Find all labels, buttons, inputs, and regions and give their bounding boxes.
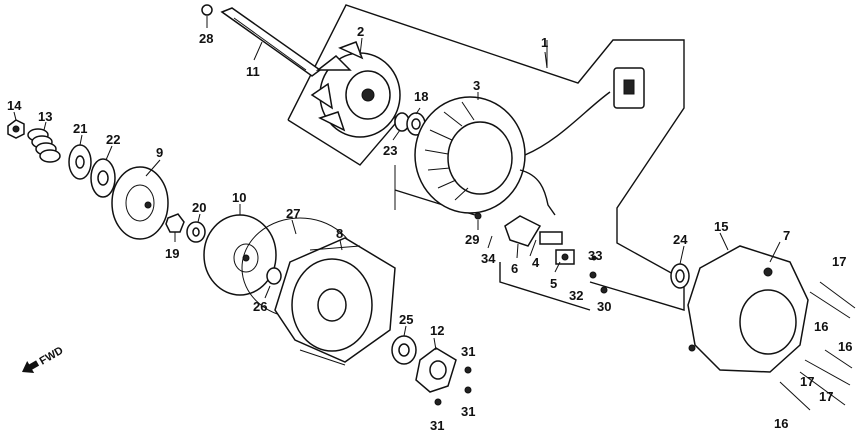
- part-label: 23: [383, 143, 397, 158]
- part-label: 17: [832, 254, 846, 269]
- part-label: 22: [106, 132, 120, 147]
- part-label: 2: [357, 24, 364, 39]
- part-label: 30: [597, 299, 611, 314]
- part-label: 9: [156, 145, 163, 160]
- part-label: 33: [588, 248, 602, 263]
- fwd-arrow-indicator: FWD: [22, 345, 66, 374]
- part-label: 27: [286, 206, 300, 221]
- leader-lines: [13, 16, 781, 351]
- stator-part: [414, 67, 645, 216]
- spring-part: [27, 128, 61, 163]
- part-label: 1: [541, 35, 548, 50]
- part-label: 4: [532, 255, 540, 270]
- part-label: 31: [461, 344, 475, 359]
- part-label: 7: [783, 228, 790, 243]
- fwd-label: FWD: [38, 345, 66, 368]
- cover-part: [670, 245, 809, 373]
- o-ring-part: [201, 4, 213, 16]
- part-label: 25: [399, 312, 413, 327]
- part-label: 26: [253, 299, 267, 314]
- part-label: 32: [569, 288, 583, 303]
- bearing-retainer-parts: [391, 335, 472, 406]
- cam-plate-part: [111, 166, 169, 240]
- part-label: 17: [819, 389, 833, 404]
- part-label: 21: [73, 121, 87, 136]
- part-label: 10: [232, 190, 246, 205]
- part-label: 20: [192, 200, 206, 215]
- housing-part: [266, 237, 396, 366]
- part-label: 12: [430, 323, 444, 338]
- nut-part: [165, 213, 185, 233]
- rotor-part: [310, 41, 401, 138]
- part-number-labels: 1 2 3 4 5 6 7 8 9 10 11 12 13 14 15 16 1…: [7, 24, 852, 433]
- part-label: 16: [774, 416, 788, 431]
- part-label: 8: [336, 226, 343, 241]
- part-label: 28: [199, 31, 213, 46]
- part-label: 34: [481, 251, 496, 266]
- part-label: 24: [673, 232, 688, 247]
- shaft-part: [201, 4, 322, 77]
- part-label: 13: [38, 109, 52, 124]
- part-label: 6: [511, 261, 518, 276]
- part-label: 3: [473, 78, 480, 93]
- part-label: 14: [7, 98, 22, 113]
- small-screws: [474, 212, 608, 294]
- part-label: 31: [461, 404, 475, 419]
- part-label: 16: [814, 319, 828, 334]
- part-label: 31: [430, 418, 444, 433]
- part-label: 15: [714, 219, 728, 234]
- part-label: 5: [550, 276, 557, 291]
- part-label: 29: [465, 232, 479, 247]
- bolt-parts: [779, 281, 856, 411]
- seal-part: [266, 267, 282, 285]
- part-label: 17: [800, 374, 814, 389]
- left-stack-parts: [7, 119, 206, 243]
- plate-part: [203, 214, 277, 296]
- part-label: 11: [246, 64, 260, 79]
- regulator-parts: [504, 215, 575, 265]
- part-label: 19: [165, 246, 179, 261]
- part-label: 16: [838, 339, 852, 354]
- part-label: 18: [414, 89, 428, 104]
